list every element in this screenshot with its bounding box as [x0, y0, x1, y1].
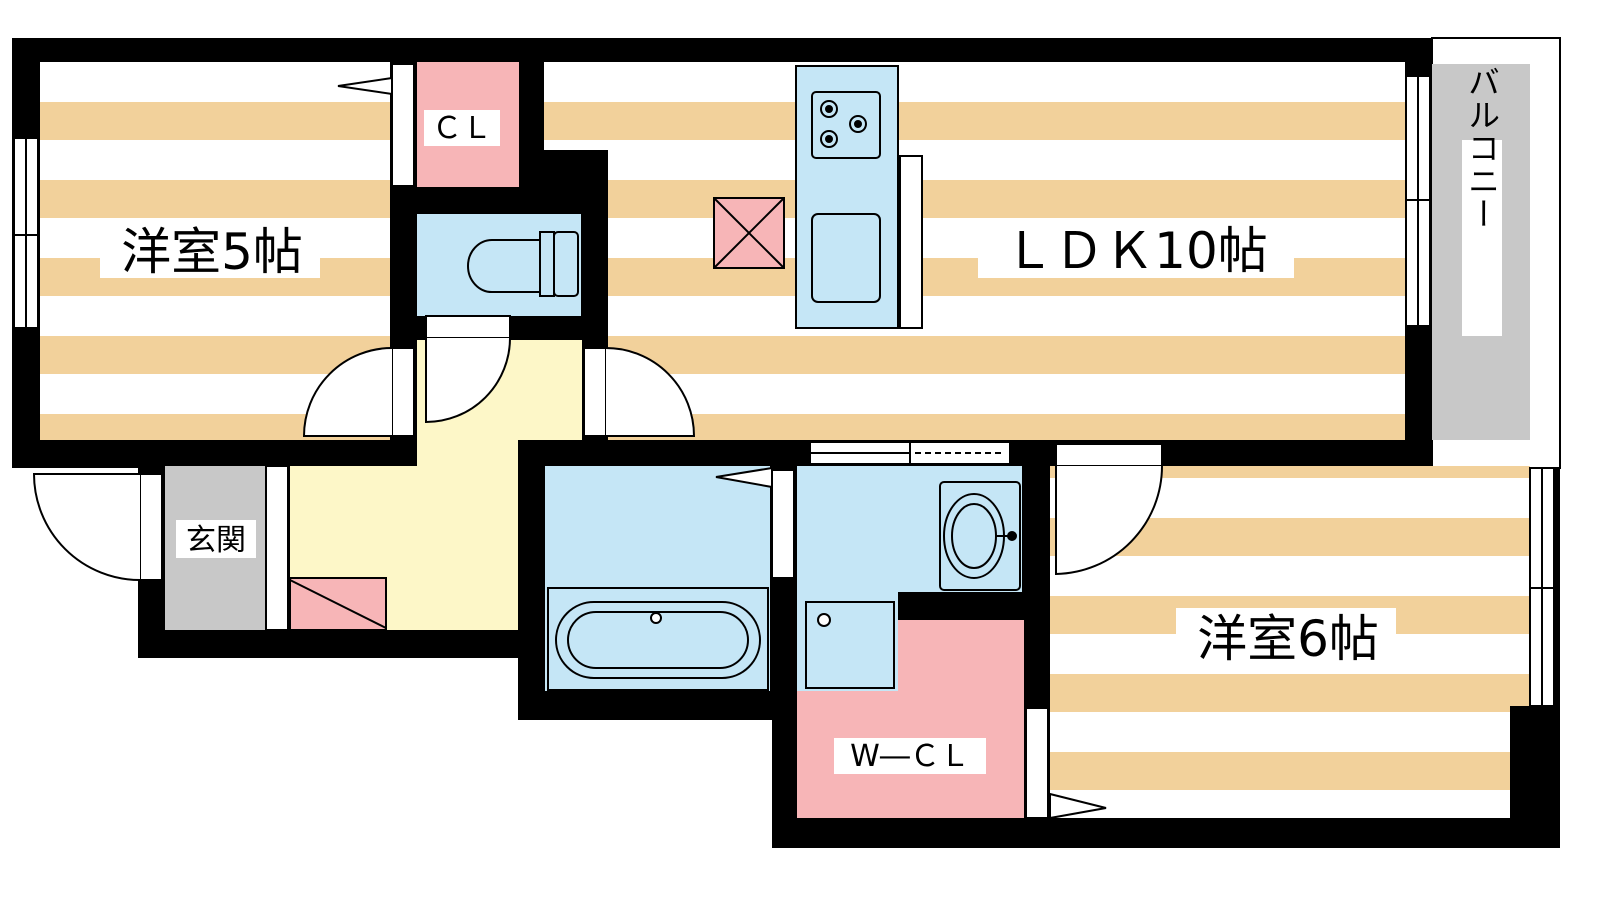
bathtub-icon — [547, 587, 769, 691]
label-ldk: ＬＤＫ10帖 — [1004, 222, 1268, 280]
shoe-box-icon — [289, 577, 387, 631]
floor-ldk — [544, 62, 1405, 440]
label-western-room-6: 洋室6帖 — [1197, 610, 1379, 668]
stove-icon — [811, 91, 881, 159]
washbasin-icon — [939, 481, 1021, 591]
toilet-icon — [467, 231, 579, 297]
label-entrance: 玄関 — [186, 523, 246, 558]
washing-machine-pan-icon — [805, 601, 895, 689]
refrigerator-space-icon — [713, 197, 785, 269]
label-balcony: バルコニー — [1463, 66, 1501, 231]
label-western-room-5: 洋室5帖 — [121, 223, 303, 281]
room-labels: 洋室5帖 ＬＤＫ10帖 洋室6帖 ＣＬ W―ＣＬ 玄関 バルコニー — [100, 66, 1502, 774]
label-closet: ＣＬ — [432, 111, 492, 146]
windows — [13, 75, 1555, 707]
doors — [32, 63, 1163, 820]
kitchen-counter — [795, 65, 899, 329]
label-walk-in-closet: W―ＣＬ — [850, 739, 970, 774]
sink-icon — [811, 213, 881, 303]
floor-hall — [290, 340, 582, 630]
